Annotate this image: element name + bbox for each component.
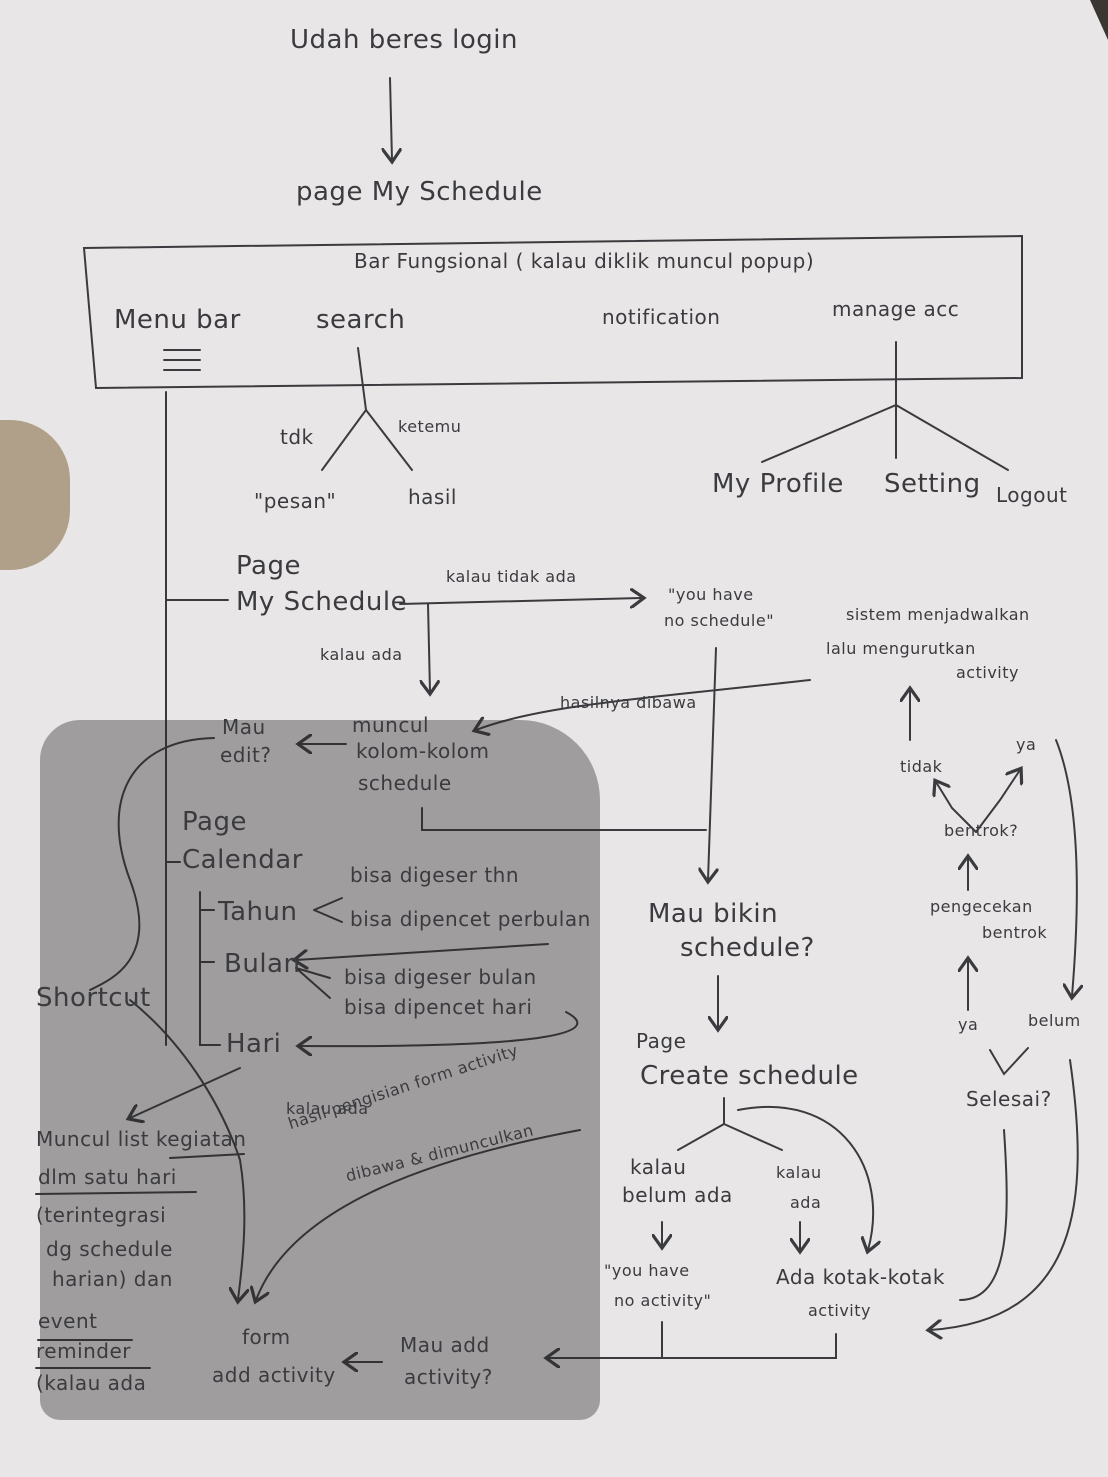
muncul-line3: schedule xyxy=(358,771,452,795)
kalau-belum-line2: belum ada xyxy=(622,1183,733,1207)
daily-line7: reminder xyxy=(36,1339,132,1363)
daily-line1: Muncul list kegiatan xyxy=(36,1127,247,1151)
form-line2: add activity xyxy=(212,1363,336,1387)
mau-edit-line1: Mau xyxy=(222,715,266,739)
page-calendar-line2: Calendar xyxy=(182,845,303,875)
manage-acc-label: manage acc xyxy=(832,297,960,321)
page-my-schedule-top: page My Schedule xyxy=(296,177,543,207)
page-calendar-line1: Page xyxy=(182,807,247,837)
tidak-label: tidak xyxy=(900,757,943,776)
start-login-label: Udah beres login xyxy=(290,25,518,55)
kalau-tidak-ada-label: kalau tidak ada xyxy=(446,567,577,586)
menu-bar-label: Menu bar xyxy=(114,305,241,335)
belum-label: belum xyxy=(1028,1011,1081,1030)
ada-kotak-line1: Ada kotak-kotak xyxy=(776,1265,945,1289)
kalau-ada-create-line2: ada xyxy=(790,1193,822,1212)
bulan-label: Bulan xyxy=(224,949,301,979)
arrow-login-to-schedule xyxy=(390,77,392,160)
page-schedule-line2: My Schedule xyxy=(236,587,408,617)
tahun-label: Tahun xyxy=(218,897,298,927)
mau-bikin-line2: schedule? xyxy=(680,933,815,963)
system-line3: activity xyxy=(956,663,1019,682)
page-schedule-line1: Page xyxy=(236,551,301,581)
mau-add-line1: Mau add xyxy=(400,1333,490,1357)
system-line2: lalu mengurutkan xyxy=(826,639,976,658)
setting-label: Setting xyxy=(884,469,981,499)
search-found: ketemu xyxy=(398,417,462,436)
bisa-dipencet-hari: bisa dipencet hari xyxy=(344,995,533,1019)
my-profile-label: My Profile xyxy=(712,469,844,499)
ya2-label: ya xyxy=(958,1015,979,1034)
hasilnya-dibawa-label: hasilnya dibawa xyxy=(560,693,697,712)
system-line1: sistem menjadwalkan xyxy=(846,605,1030,624)
daily-line3: (terintegrasi xyxy=(36,1203,167,1227)
pengecekan-line2: bentrok xyxy=(982,923,1048,942)
no-schedule-line2: no schedule" xyxy=(664,611,775,630)
selesai-question: Selesai? xyxy=(966,1087,1052,1111)
ya-label: ya xyxy=(1016,735,1037,754)
search-not-found: tdk xyxy=(280,425,314,449)
mau-edit-line2: edit? xyxy=(220,743,272,767)
mau-add-line2: activity? xyxy=(404,1365,493,1389)
no-schedule-line1: "you have xyxy=(668,585,754,604)
ada-kotak-line2: activity xyxy=(808,1301,871,1320)
mau-bikin-line1: Mau bikin xyxy=(648,899,779,929)
bentrok-question: bentrok? xyxy=(944,821,1019,840)
form-line1: form xyxy=(242,1325,291,1349)
hari-label: Hari xyxy=(226,1029,282,1059)
shortcut-label: Shortcut xyxy=(36,983,151,1013)
search-message: "pesan" xyxy=(254,489,337,513)
hamburger-icon xyxy=(163,349,201,371)
functional-bar-box xyxy=(82,234,1023,390)
muncul-line2: kolom-kolom xyxy=(356,739,490,763)
daily-kalau-ada: kalau ada xyxy=(286,1099,369,1118)
logout-label: Logout xyxy=(996,483,1068,507)
muncul-line1: muncul xyxy=(352,713,430,737)
daily-line8: (kalau ada xyxy=(36,1371,147,1395)
kalau-ada-create-line1: kalau xyxy=(776,1163,822,1182)
search-result: hasil xyxy=(408,485,457,509)
bisa-digeser-thn: bisa digeser thn xyxy=(350,863,520,887)
daily-line4: dg schedule xyxy=(46,1237,173,1261)
search-label: search xyxy=(316,305,406,335)
bar-title: Bar Fungsional ( kalau diklik muncul pop… xyxy=(354,249,815,273)
daily-line2: dlm satu hari xyxy=(38,1165,177,1189)
pengecekan-line1: pengecekan xyxy=(930,897,1033,916)
kalau-ada-label: kalau ada xyxy=(320,645,403,664)
no-activity-line1: "you have xyxy=(604,1261,690,1280)
daily-line6: event xyxy=(38,1309,98,1333)
notification-label: notification xyxy=(602,305,721,329)
no-activity-line2: no activity" xyxy=(614,1291,712,1310)
daily-line5: harian) dan xyxy=(52,1267,173,1291)
bisa-dipencet-perbulan: bisa dipencet perbulan xyxy=(350,907,591,931)
kalau-belum-line1: kalau xyxy=(630,1155,687,1179)
page-create-line2: Create schedule xyxy=(640,1061,859,1091)
page-create-line1: Page xyxy=(636,1029,687,1053)
bisa-digeser-bulan: bisa digeser bulan xyxy=(344,965,537,989)
